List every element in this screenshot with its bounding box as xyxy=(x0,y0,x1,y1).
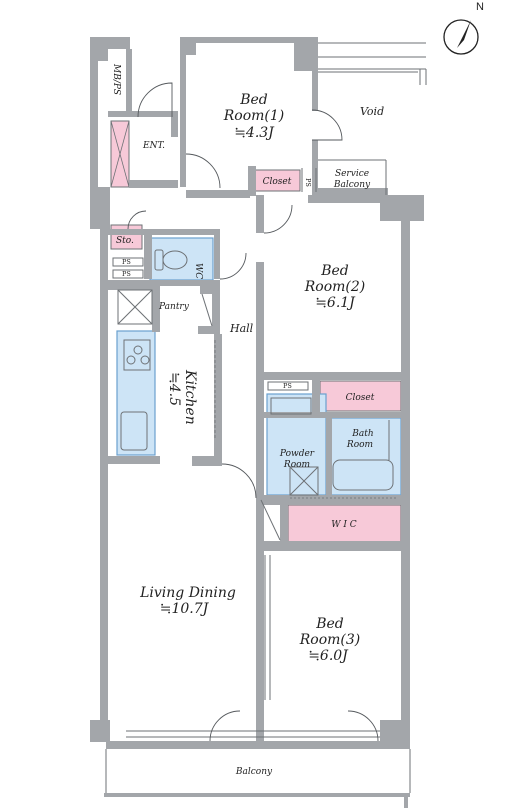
kitchen-name: Kitchen xyxy=(182,369,198,425)
bath-line-2: Room xyxy=(346,440,373,450)
kitchen-size: ≒4.5 xyxy=(166,372,182,406)
bed3-name-1: Bed xyxy=(315,616,344,632)
bed2-name-1: Bed xyxy=(320,263,349,279)
ps-label-storage-1: PS xyxy=(122,258,131,266)
wc-label: WC xyxy=(193,263,203,279)
bed2-size: ≒6.1J xyxy=(315,295,356,311)
walls xyxy=(90,37,424,808)
bath-line-1: Bath xyxy=(351,429,373,439)
bed3-size: ≒6.0J xyxy=(308,648,349,664)
closet-small-label: Closet xyxy=(263,177,292,187)
fine-lines xyxy=(105,19,479,793)
service-balcony-line-2: Balcony xyxy=(333,180,371,190)
closet-2-label: Closet xyxy=(346,393,375,403)
ps-label-bath: PS xyxy=(283,382,292,390)
balcony-label: Balcony xyxy=(235,767,273,777)
service-balcony-line-1: Service xyxy=(335,169,369,179)
pantry-label: Pantry xyxy=(158,302,190,312)
hall-label: Hall xyxy=(229,322,254,335)
living-name: Living Dining xyxy=(139,585,236,601)
storage-label: Sto. xyxy=(116,236,134,246)
mbps-label: MB/PS xyxy=(111,63,121,95)
powder-line-1: Powder xyxy=(279,449,315,459)
bed2-name-2: Room(2) xyxy=(304,279,366,295)
bed1-name-1: Bed xyxy=(239,92,268,108)
closet-2-fill xyxy=(319,380,402,412)
living-size: ≒10.7J xyxy=(160,601,210,617)
entrance-label: ENT. xyxy=(142,141,165,151)
kitchen-counter xyxy=(116,330,156,456)
wc-fill xyxy=(149,237,214,281)
powder-line-2: Room xyxy=(283,460,310,470)
door-swings xyxy=(127,82,379,742)
bed3-name-2: Room(3) xyxy=(299,632,361,648)
wic-label: W I C xyxy=(331,520,357,530)
void-label: Void xyxy=(360,105,384,118)
bed1-size: ≒4.3J xyxy=(234,125,275,141)
ps-label-storage-2: PS xyxy=(122,270,131,278)
compass-label: N xyxy=(476,1,484,13)
ps-label-bed1: PS xyxy=(304,178,312,187)
bed1-name-2: Room(1) xyxy=(223,108,285,124)
